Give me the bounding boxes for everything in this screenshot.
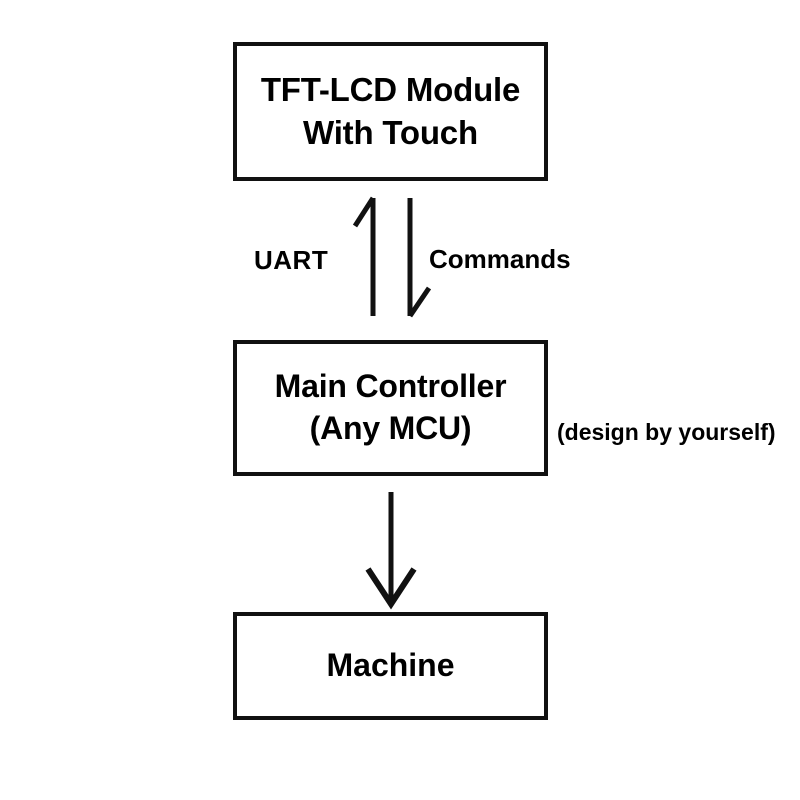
node-tft-lcd-module[interactable]: TFT-LCD Module With Touch [233, 42, 548, 181]
annotation-design-by-yourself: (design by yourself) [557, 419, 776, 445]
edge-label-commands: Commands [429, 244, 571, 274]
node-main-controller-line-1: Main Controller [274, 368, 507, 405]
node-tft-lcd-module-line-1: TFT-LCD Module [260, 70, 521, 108]
node-tft-lcd-module-line-2: With Touch [303, 113, 478, 151]
arrow-commands-down [407, 198, 432, 318]
node-machine[interactable]: Machine [233, 612, 548, 720]
edge-label-uart: UART [254, 245, 329, 275]
node-main-controller[interactable]: Main Controller (Any MCU) [233, 340, 548, 476]
arrow-uart-up [352, 196, 376, 316]
arrow-mcu-to-machine [365, 492, 417, 610]
node-main-controller-line-2: (Any MCU) [309, 410, 472, 446]
node-machine-label: Machine [326, 647, 455, 684]
